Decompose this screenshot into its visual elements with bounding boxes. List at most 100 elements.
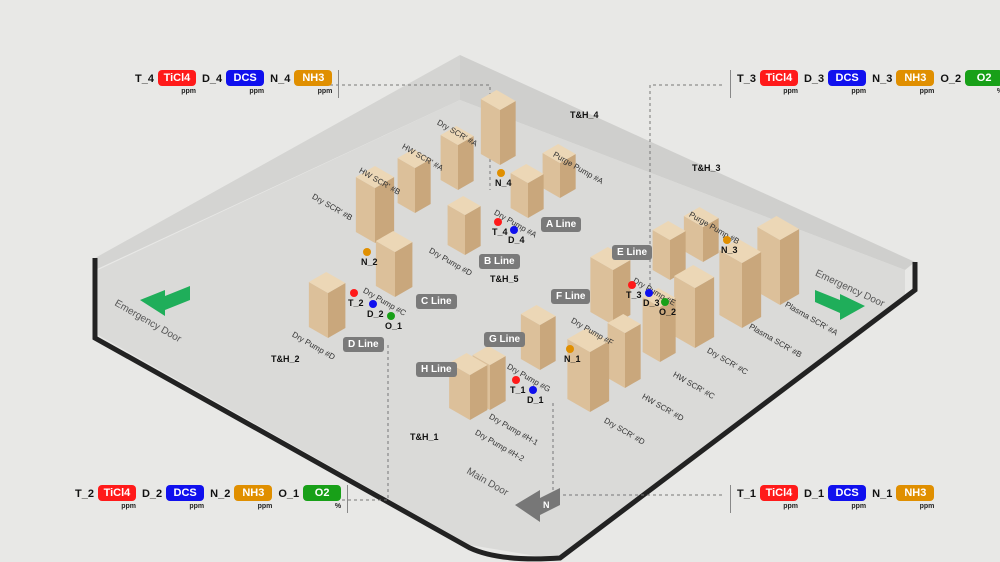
line-badge[interactable]: A Line <box>541 217 582 232</box>
sensor-dot-label: T_4 <box>492 227 508 237</box>
main-door-arrow-icon <box>515 488 560 522</box>
gas-chip-ticl4: TiCl4 <box>759 485 798 501</box>
sensor-dot-ticl4[interactable] <box>494 218 502 226</box>
equipment-box-face <box>642 297 660 362</box>
sensor-id: O_2 <box>940 73 962 85</box>
equipment-box-face <box>520 314 540 370</box>
equipment-box-face <box>490 356 506 410</box>
panel-divider <box>347 485 349 513</box>
equipment-box-face <box>510 164 544 183</box>
wall-front-edge <box>92 258 918 562</box>
equipment-box-face <box>703 218 719 262</box>
equipment-box-face <box>607 323 625 388</box>
equipment-box-face <box>528 174 544 218</box>
unit-label: ppm <box>919 503 935 510</box>
equipment-box-face <box>613 260 631 325</box>
equipment-box-face <box>440 135 458 190</box>
temp-humidity-label: T&H_5 <box>490 274 519 284</box>
sensor-dot-nh3[interactable] <box>363 248 371 256</box>
sensor-dot-ticl4[interactable] <box>512 376 520 384</box>
equipment-box-face <box>355 177 375 243</box>
panel-divider <box>730 70 731 98</box>
equipment-box-face <box>480 90 516 110</box>
sensor-dot-ticl4[interactable] <box>350 289 358 297</box>
line-badge[interactable]: G Line <box>484 332 526 347</box>
line-badge[interactable]: F Line <box>551 289 591 304</box>
equipment-box-face <box>757 227 780 305</box>
equipment-box-face <box>674 265 715 288</box>
unit-label: ppm <box>851 503 867 510</box>
sensor-dot-o2[interactable] <box>387 312 395 320</box>
gas-chip-nh3: NH3 <box>896 70 935 86</box>
equipment-box-face <box>375 241 395 297</box>
sensor-dot-dcs[interactable] <box>529 386 537 394</box>
equipment-box-face <box>719 250 742 328</box>
gas-chip-dcs: DCS <box>828 70 867 86</box>
wall-back-left <box>95 55 460 270</box>
unit-label: % <box>334 503 342 510</box>
line-badge[interactable]: C Line <box>416 294 457 309</box>
line-badge[interactable]: E Line <box>612 245 653 260</box>
panel-divider <box>730 485 731 513</box>
equipment-box-face <box>397 158 415 213</box>
equipment-box-face <box>590 341 610 412</box>
sensor-dot-dcs[interactable] <box>510 226 518 234</box>
sensor-dot-dcs[interactable] <box>369 300 377 308</box>
gas-chip-ticl4: TiCl4 <box>759 70 798 86</box>
equipment-box-face <box>590 247 631 270</box>
equipment-box-face <box>415 159 431 213</box>
sensor-dot-ticl4[interactable] <box>628 281 636 289</box>
sensor-id: D_2 <box>141 488 163 500</box>
gas-chip-dcs: DCS <box>226 70 265 86</box>
sensor-dot-dcs[interactable] <box>645 289 653 297</box>
line-badge[interactable]: B Line <box>479 254 520 269</box>
equipment-box-face <box>567 339 590 412</box>
equipment-box-face <box>480 99 500 165</box>
sensor-id: T_2 <box>75 488 94 500</box>
unit-label: ppm <box>181 88 196 95</box>
sensor-id: D_3 <box>803 73 825 85</box>
gas-chip-o2: O2 <box>965 70 1000 86</box>
line-badge[interactable]: H Line <box>416 362 457 377</box>
equipment-box-face <box>625 324 641 388</box>
sensor-dot-o2[interactable] <box>661 298 669 306</box>
sensor-dot-label: O_2 <box>659 307 677 317</box>
equipment-box-face <box>449 363 470 420</box>
equipment-box-face <box>742 252 762 328</box>
exit-sign-right <box>815 290 865 320</box>
equipment-box-face <box>395 242 413 297</box>
sensor-dot-label: N_4 <box>495 178 512 188</box>
sensor-dot-label: T_2 <box>348 298 364 308</box>
sensor-dot-nh3[interactable] <box>723 236 731 244</box>
sensor-readout[interactable]: O_2O2% <box>940 70 1000 95</box>
sensor-dot-nh3[interactable] <box>497 169 505 177</box>
sensor-dot-label: O_1 <box>385 321 403 331</box>
equipment-box-face <box>542 153 560 198</box>
gas-chip-ticl4: TiCl4 <box>97 485 136 501</box>
equipment-box-face <box>375 231 413 252</box>
equipment-box-face <box>607 314 641 333</box>
line-badge[interactable]: D Line <box>343 337 384 352</box>
unit-label: ppm <box>783 88 798 95</box>
sensor-dot-nh3[interactable] <box>566 345 574 353</box>
equipment-box-face <box>328 283 346 338</box>
unit-label: ppm <box>121 503 136 510</box>
equipment-box-face <box>670 231 686 280</box>
unit-label: ppm <box>851 88 867 95</box>
